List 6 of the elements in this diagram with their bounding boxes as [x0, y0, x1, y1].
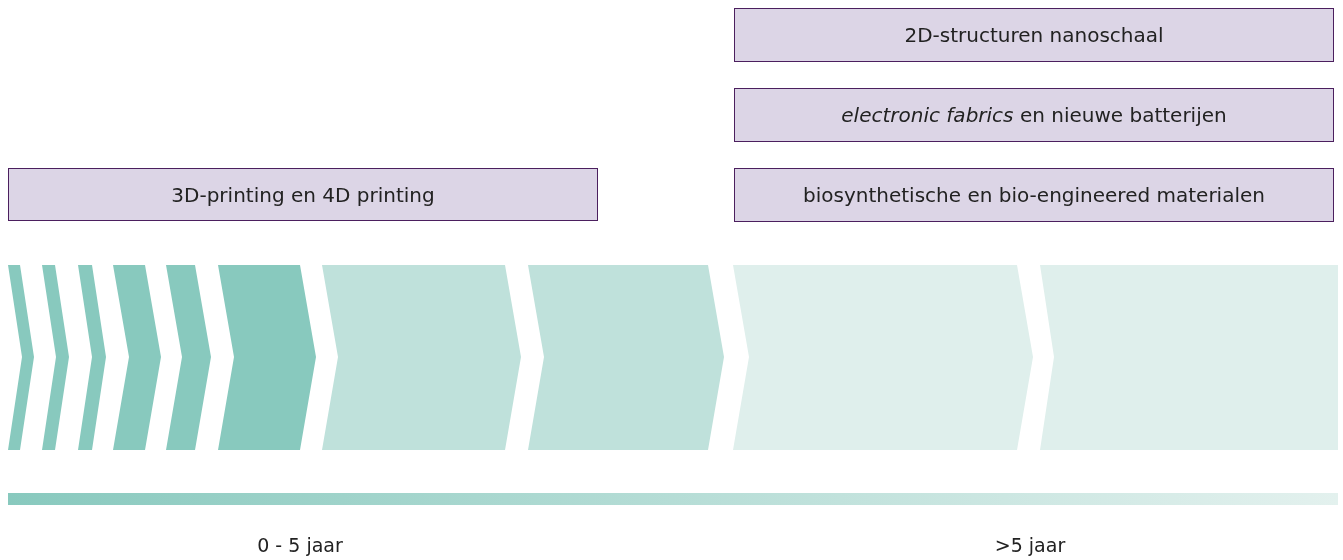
topic-box: biosynthetische en bio-engineered materialen — [734, 168, 1334, 222]
topic-box: 2D-structuren nanoschaal — [734, 8, 1334, 62]
topic-box: 3D-printing en 4D printing — [8, 168, 598, 221]
period-label: >5 jaar — [994, 534, 1066, 556]
period-label: 0 - 5 jaar — [257, 534, 343, 556]
topic-box: electronic fabrics en nieuwe batterijen — [734, 88, 1334, 142]
